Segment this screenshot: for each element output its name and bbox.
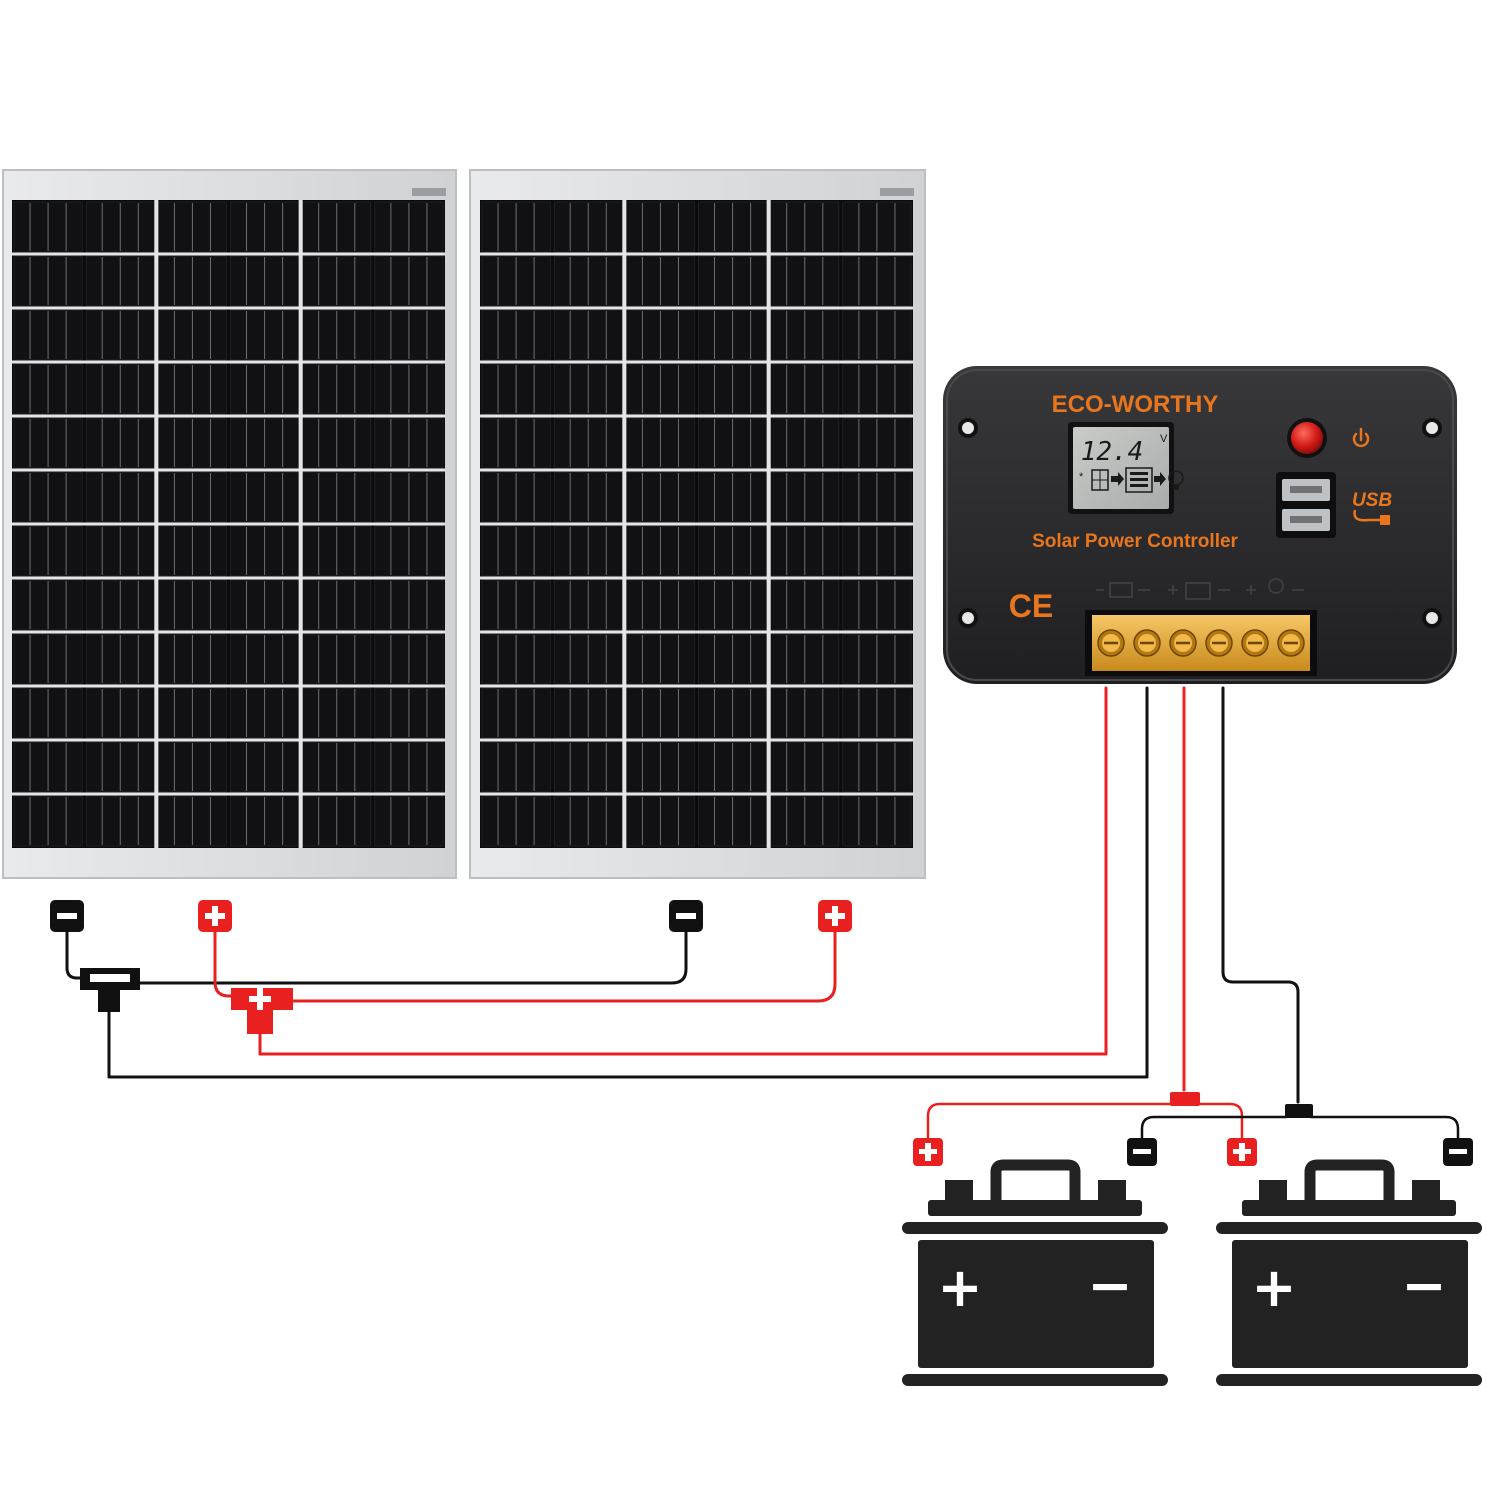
usb-plug-icon: [1380, 515, 1390, 525]
wire-batt2-pos: [1196, 1102, 1244, 1142]
solar-panel-left: [2, 169, 457, 879]
svg-text:*: *: [1079, 471, 1084, 483]
wire-batt1-pos: [926, 1102, 1174, 1142]
mounting-holes: [958, 418, 1442, 628]
wire-pos-panel1: [213, 928, 236, 998]
terminal-symbols: [1096, 578, 1304, 600]
wire-neg-panel1: [65, 928, 85, 980]
arrow-icon: [1111, 472, 1124, 486]
power-button[interactable]: [1287, 418, 1327, 458]
splitter-negative: [1285, 1104, 1313, 1118]
wire-batt2-neg: [1309, 1115, 1460, 1142]
lcd-voltage-unit: V: [1160, 433, 1168, 445]
wire-neg-panel2: [136, 928, 688, 985]
terminal-screw: [1277, 629, 1305, 657]
controller-title: Solar Power Controller: [1032, 531, 1238, 552]
splitter-positive: [1170, 1092, 1200, 1106]
y-branch-negative: [80, 968, 140, 1012]
terminal-screw: [1169, 629, 1197, 657]
solar-cells-right: [480, 200, 913, 848]
lcd-status-icons: *: [1079, 467, 1184, 493]
wire-pv-negative: [107, 686, 1149, 1079]
charge-controller: ECO-WORTHY 12.4 V *: [943, 366, 1457, 684]
lcd-display: 12.4 V *: [1068, 422, 1184, 514]
terminal-screw: [1205, 629, 1233, 657]
wire-pos-panel2: [289, 928, 837, 1003]
battery-right: +−: [1216, 1159, 1482, 1386]
terminal-block: [1085, 610, 1317, 676]
connector-batt1-negative: [1127, 1138, 1157, 1166]
load-bulb-icon: [1168, 470, 1184, 490]
terminal-screw: [1133, 629, 1161, 657]
connector-batt2-positive: [1227, 1138, 1257, 1166]
wire-batt1-neg: [1140, 1115, 1288, 1142]
terminal-screw: [1241, 629, 1269, 657]
ce-mark: CE: [1009, 588, 1053, 624]
connector-positive-panel2: [818, 900, 852, 932]
solar-panel-right: [469, 169, 926, 879]
usb-port-icon: [1276, 472, 1336, 538]
solar-panel-icon: *: [1079, 469, 1109, 491]
connector-batt1-positive: [913, 1138, 943, 1166]
panel-label-tag: [880, 188, 914, 196]
y-branch-positive: [231, 988, 293, 1034]
terminal-screw: [1097, 629, 1125, 657]
battery-minus-symbol: −: [1087, 1254, 1132, 1317]
brand-name: ECO-WORTHY: [1052, 391, 1219, 418]
wire-batt-negative: [1221, 686, 1300, 1104]
battery-plus-symbol: +: [937, 1256, 982, 1319]
usb-cable-icon: [1353, 509, 1382, 522]
solar-cells-left: [12, 200, 445, 848]
power-icon: [1352, 427, 1370, 448]
panel-connectors: [50, 900, 1473, 1166]
connector-negative-panel1: [50, 900, 84, 932]
wiring: [65, 686, 1460, 1142]
wire-pv-positive: [258, 686, 1108, 1056]
battery-minus-symbol: −: [1401, 1254, 1446, 1317]
usb-label: USB: [1352, 490, 1392, 511]
battery-icon: [1125, 467, 1153, 493]
panel-label-tag: [412, 188, 446, 196]
connector-positive-panel1: [198, 900, 232, 932]
battery-plus-symbol: +: [1251, 1256, 1296, 1319]
connector-negative-panel2: [669, 900, 703, 932]
connector-batt2-negative: [1443, 1138, 1473, 1166]
arrow-icon: [1154, 472, 1166, 486]
lcd-voltage-reading: 12.4: [1081, 437, 1144, 467]
battery-left: +−: [902, 1159, 1168, 1386]
